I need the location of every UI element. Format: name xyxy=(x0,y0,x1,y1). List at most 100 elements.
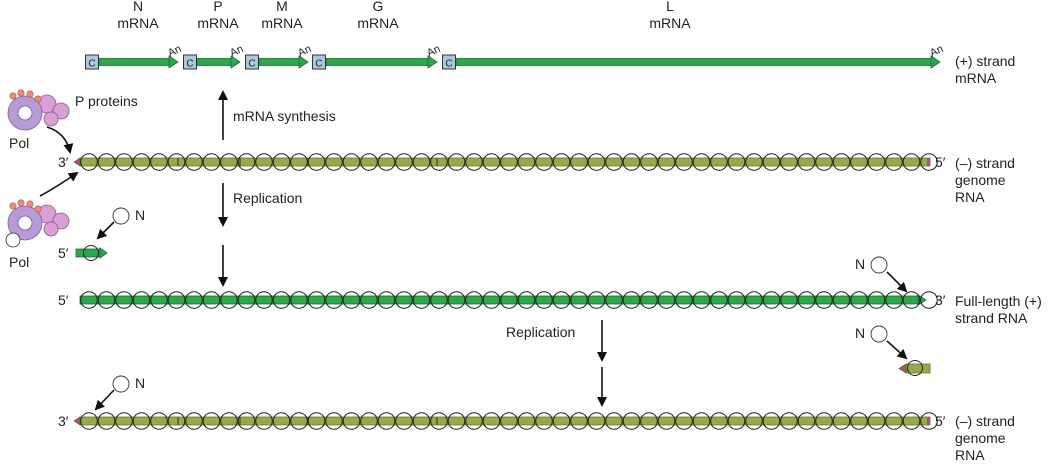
n-protein-bead xyxy=(377,412,396,430)
minus-strand-top xyxy=(73,153,938,171)
n-protein-bead xyxy=(412,153,431,171)
n-protein-bead xyxy=(465,153,483,171)
n-protein-bead xyxy=(237,153,256,171)
n-protein-bead xyxy=(482,153,501,171)
n-protein-bead xyxy=(237,291,256,309)
n-protein-bead xyxy=(185,412,203,430)
n-protein-bead xyxy=(307,153,326,171)
minus-fragment-tip xyxy=(898,363,907,374)
n-protein-bead xyxy=(762,153,781,171)
n-protein-bead xyxy=(517,153,536,171)
n-protein-bead xyxy=(325,412,343,430)
plus-fragment-left xyxy=(75,245,108,261)
n-protein-bead xyxy=(290,412,308,430)
n-protein-bead xyxy=(535,291,553,309)
n-label-right-lower: N xyxy=(855,325,866,341)
mrna-p-bar xyxy=(196,58,233,66)
n-protein-bead xyxy=(570,412,588,430)
n-protein-free-2 xyxy=(870,256,888,274)
p-dot-2 xyxy=(26,90,34,98)
n-protein-bead xyxy=(500,412,518,430)
n-protein-bead xyxy=(920,412,938,430)
n-protein-bead xyxy=(115,153,133,171)
polya-label-m: An xyxy=(296,43,313,60)
cap-n xyxy=(85,54,99,70)
n-protein-bead xyxy=(745,412,763,430)
p-proteins-label: P proteins xyxy=(75,93,138,109)
n-protein-bead xyxy=(360,412,378,430)
pol-to-strand-arrow-bottom xyxy=(39,171,79,197)
n-protein-bead xyxy=(907,360,923,376)
n-protein-bead xyxy=(832,412,851,430)
minus-strand-bottom-backbone xyxy=(79,416,931,426)
n-protein-bead xyxy=(115,291,133,309)
n-protein-free-4 xyxy=(112,375,130,393)
polymerase-hole xyxy=(17,215,33,231)
replication-left-label: Replication xyxy=(233,190,303,206)
n-protein-bead xyxy=(255,153,273,171)
minus-strand-bottom-three-prime-tip xyxy=(73,416,81,426)
p-dot-3 xyxy=(34,95,42,103)
n-protein-bead xyxy=(605,412,623,430)
n-protein-bead xyxy=(675,412,693,430)
n-protein-bead xyxy=(307,412,326,430)
n-protein-bead xyxy=(920,153,938,171)
n-protein-bead xyxy=(815,291,833,309)
n-protein-bead xyxy=(447,291,466,309)
n-protein-bead xyxy=(727,153,746,171)
three-prime-middle: 3′ xyxy=(935,292,946,308)
n-protein-bead xyxy=(150,412,168,430)
three-prime-top: 3′ xyxy=(58,154,69,170)
n-binding-arrow-right-upper xyxy=(886,271,908,293)
n-protein-bead xyxy=(132,153,151,171)
n-protein-bead xyxy=(430,291,448,309)
n-protein-bead xyxy=(395,412,413,430)
minus-fragment-right xyxy=(898,360,931,376)
n-protein-bead xyxy=(377,291,396,309)
n-protein-bead xyxy=(395,291,413,309)
mrna-synthesis-label: mRNA synthesis xyxy=(233,108,336,124)
n-protein-bead xyxy=(80,412,98,430)
minus-strand-top-backbone xyxy=(79,157,931,167)
n-protein-bead xyxy=(412,412,431,430)
p-protein-3 xyxy=(43,111,59,127)
n-protein-bead xyxy=(780,291,798,309)
n-protein-bead xyxy=(150,153,168,171)
n-protein-bead xyxy=(850,412,868,430)
n-protein-bead xyxy=(745,153,763,171)
n-protein-bead xyxy=(727,412,746,430)
n-protein-bead xyxy=(517,412,536,430)
p-dot-3 xyxy=(34,205,42,213)
n-protein-bead xyxy=(307,291,326,309)
n-protein-bead xyxy=(430,412,448,430)
five-prime-top: 5′ xyxy=(935,154,946,170)
n-protein-bead xyxy=(500,291,518,309)
n-protein-bead xyxy=(80,153,98,171)
n-protein-bead xyxy=(255,412,273,430)
n-protein-bead xyxy=(167,153,186,171)
n-protein-bead xyxy=(867,153,886,171)
n-protein-bead xyxy=(150,291,168,309)
n-protein-bead xyxy=(622,153,641,171)
n-protein-bead xyxy=(517,291,536,309)
n-protein-bead xyxy=(500,153,518,171)
n-protein-bead xyxy=(867,291,886,309)
n-protein-bead xyxy=(692,153,711,171)
process-arrows xyxy=(39,90,908,411)
cap-l xyxy=(442,54,456,70)
n-protein-bead xyxy=(132,412,151,430)
n-protein-bead xyxy=(80,291,98,309)
n-protein-bead xyxy=(115,412,133,430)
n-protein-bead xyxy=(640,412,658,430)
p-dot-0 xyxy=(9,92,17,100)
n-protein-bead xyxy=(762,291,781,309)
n-protein-bead xyxy=(657,291,676,309)
n-protein-bead xyxy=(97,412,116,430)
